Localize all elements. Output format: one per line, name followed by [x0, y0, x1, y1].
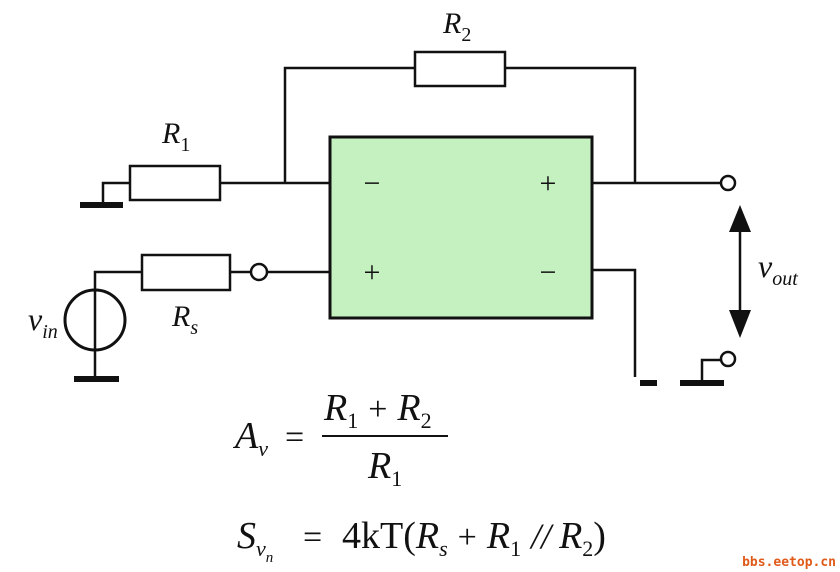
- label-vout: vout: [758, 248, 798, 290]
- label-r2: R2: [442, 7, 471, 46]
- arrow-up-icon: [729, 205, 751, 232]
- svg-text:Svn: Svn: [237, 515, 273, 566]
- label-vin: vin: [28, 301, 58, 343]
- sign-bottom-left: +: [364, 256, 381, 289]
- lower-output-wire: [592, 268, 637, 377]
- sign-top-right: +: [540, 167, 557, 200]
- gain-equation: Av = R1+R2 R1: [232, 387, 448, 491]
- label-rs: Rs: [171, 300, 198, 339]
- feedback-wire: [283, 66, 415, 183]
- input-terminal: [249, 262, 269, 282]
- svg-text:=: =: [285, 419, 304, 456]
- arrow-down-icon: [729, 310, 751, 338]
- sign-top-left: −: [364, 167, 381, 200]
- amplifier-block: [328, 135, 594, 320]
- ground-bar-output: [680, 380, 724, 386]
- svg-text:=: =: [303, 519, 322, 556]
- label-r1: R1: [161, 117, 190, 156]
- noise-equation: Svn = 4kT(Rs+R1//R2): [237, 515, 606, 566]
- svg-text:Av: Av: [232, 415, 268, 461]
- ground-output-terminal: [719, 350, 737, 368]
- resistor-rs: [140, 253, 232, 292]
- svg-text:R1: R1: [367, 445, 402, 491]
- output-terminal: [719, 174, 737, 192]
- ground-bar-source: [74, 376, 119, 382]
- source-wire: [93, 270, 142, 290]
- ground-bar-small: [640, 380, 657, 386]
- resistor-r1: [128, 164, 222, 202]
- resistor-r2: [413, 50, 507, 88]
- ground-bar-r1: [80, 202, 123, 208]
- ground-terminal-wire: [700, 358, 721, 383]
- watermark: bbs.eetop.cn: [742, 555, 836, 570]
- r1-ground-wire: [101, 181, 130, 205]
- svg-text:4kT(Rs+R1//R2): 4kT(Rs+R1//R2): [342, 515, 606, 561]
- feedback-wire-right: [505, 66, 637, 183]
- sign-bottom-right: −: [540, 256, 557, 289]
- svg-text:R1+R2: R1+R2: [323, 387, 432, 433]
